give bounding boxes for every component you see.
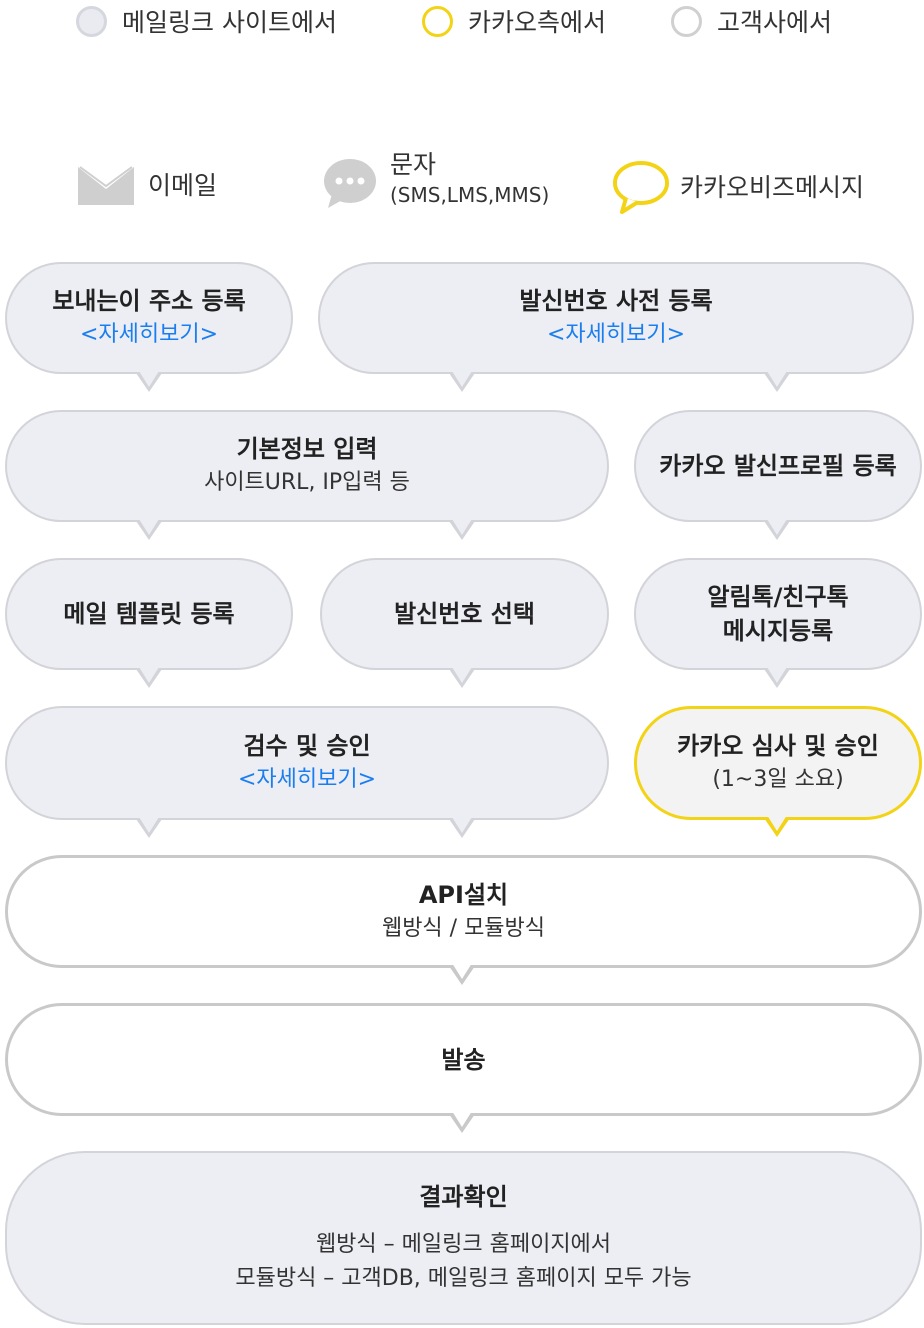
node-title: 검수 및 승인 bbox=[243, 732, 371, 760]
channel-kakao-label: 카카오비즈메시지 bbox=[680, 173, 865, 202]
node-title: 결과확인 bbox=[419, 1183, 508, 1211]
node-sender-number-select: 발신번호 선택 bbox=[320, 558, 609, 670]
legend-dot-white bbox=[671, 5, 702, 37]
node-title: 메일 템플릿 등록 bbox=[63, 600, 235, 628]
legend-label: 카카오측에서 bbox=[468, 8, 607, 37]
detail-link[interactable]: <자세히보기> bbox=[79, 322, 219, 347]
node-send: 발송 bbox=[5, 1003, 922, 1116]
node-alimtalk: 알림톡/친구톡 메시지등록 bbox=[634, 558, 922, 670]
legend-item-client: 고객사에서 bbox=[671, 4, 832, 38]
node-kakao-review: 카카오 심사 및 승인 (1~3일 소요) bbox=[634, 706, 922, 820]
node-title-line2: 메시지등록 bbox=[722, 617, 834, 645]
envelope-icon bbox=[78, 166, 134, 205]
node-subtitle: (1~3일 소요) bbox=[712, 767, 844, 792]
legend-item-kakao: 카카오측에서 bbox=[422, 4, 606, 38]
kakao-speech-icon bbox=[613, 161, 669, 214]
channel-email: 이메일 bbox=[78, 163, 217, 205]
node-title: 카카오 발신프로필 등록 bbox=[659, 452, 897, 480]
node-title: 기본정보 입력 bbox=[236, 435, 378, 463]
legend-label: 메일링크 사이트에서 bbox=[122, 8, 337, 37]
legend-item-site: 메일링크 사이트에서 bbox=[76, 4, 337, 38]
legend-dot-gray bbox=[76, 5, 107, 37]
node-title: 발신번호 선택 bbox=[394, 600, 535, 628]
node-title: 발송 bbox=[441, 1045, 486, 1074]
chat-bubble-icon bbox=[324, 159, 376, 208]
detail-link[interactable]: <자세히보기> bbox=[237, 767, 377, 792]
node-kakao-profile: 카카오 발신프로필 등록 bbox=[634, 410, 922, 522]
node-basic-info: 기본정보 입력 사이트URL, IP입력 등 bbox=[5, 410, 609, 522]
node-mail-template: 메일 템플릿 등록 bbox=[5, 558, 293, 670]
node-api-install: API설치 웹방식 / 모듈방식 bbox=[5, 855, 922, 968]
node-subtitle: 웹방식 – 메일링크 홈페이지에서 bbox=[315, 1232, 612, 1257]
node-title: 발신번호 사전 등록 bbox=[519, 287, 713, 315]
channel-email-label: 이메일 bbox=[148, 171, 218, 200]
node-title: API설치 bbox=[418, 880, 509, 909]
legend-label: 고객사에서 bbox=[717, 8, 833, 37]
node-title: 알림톡/친구톡 bbox=[707, 583, 849, 611]
node-subtitle: 웹방식 / 모듈방식 bbox=[381, 915, 546, 941]
node-title: 카카오 심사 및 승인 bbox=[677, 732, 879, 760]
node-result: 결과확인 웹방식 – 메일링크 홈페이지에서 모듈방식 – 고객DB, 메일링크… bbox=[5, 1151, 922, 1325]
node-title: 보내는이 주소 등록 bbox=[52, 287, 246, 315]
node-sender-number-registration: 발신번호 사전 등록 <자세히보기> bbox=[318, 262, 914, 374]
node-subtitle: 사이트URL, IP입력 등 bbox=[204, 470, 410, 495]
node-sender-address: 보내는이 주소 등록 <자세히보기> bbox=[5, 262, 293, 374]
channel-sms: 문자 (SMS,LMS,MMS) bbox=[322, 150, 549, 210]
channel-sms-sub: (SMS,LMS,MMS) bbox=[390, 183, 550, 207]
node-review-approval: 검수 및 승인 <자세히보기> bbox=[5, 706, 609, 820]
channel-kakao: 카카오비즈메시지 bbox=[612, 158, 864, 214]
detail-link[interactable]: <자세히보기> bbox=[546, 322, 686, 347]
legend-dot-yellow bbox=[422, 5, 453, 37]
node-subtitle: 모듈방식 – 고객DB, 메일링크 홈페이지 모두 가능 bbox=[235, 1266, 692, 1291]
channel-sms-label: 문자 bbox=[390, 150, 437, 179]
